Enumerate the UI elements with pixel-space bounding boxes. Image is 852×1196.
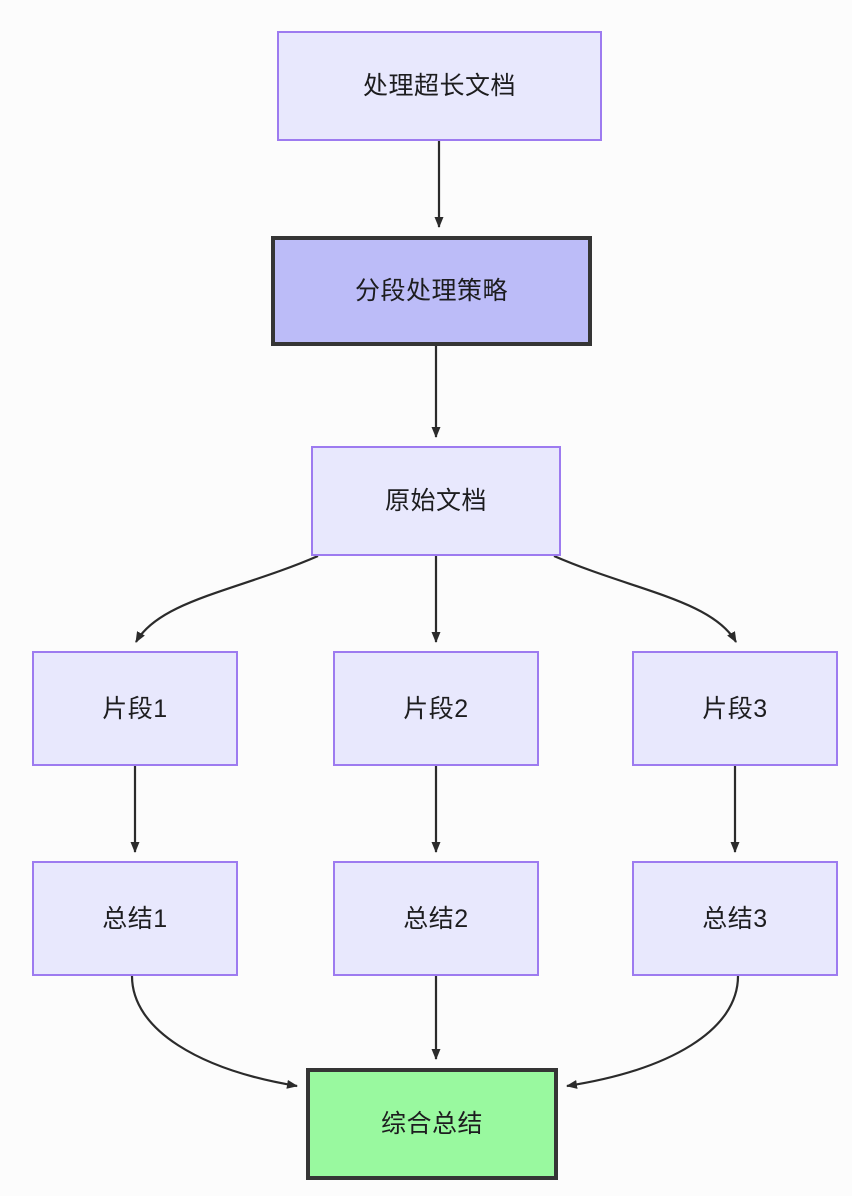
- node-chunking-strategy[interactable]: 分段处理策略: [271, 236, 592, 346]
- node-label: 分段处理策略: [354, 277, 508, 305]
- node-chunk-1[interactable]: 片段1: [32, 651, 238, 766]
- edge-summary1-to-final: [130, 975, 298, 1089]
- node-label: 原始文档: [384, 487, 487, 515]
- node-process-long-document[interactable]: 处理超长文档: [277, 31, 602, 141]
- node-label: 总结1: [102, 904, 168, 933]
- node-label: 综合总结: [380, 1110, 483, 1138]
- node-summary-2[interactable]: 总结2: [333, 861, 539, 976]
- edge-source-to-chunk3: [553, 554, 737, 643]
- node-label: 处理超长文档: [362, 72, 516, 100]
- node-comprehensive-summary[interactable]: 综合总结: [306, 1068, 558, 1180]
- node-label: 片段3: [702, 694, 768, 723]
- edge-summary3-to-final: [566, 975, 740, 1089]
- node-label: 片段1: [102, 694, 168, 723]
- node-chunk-2[interactable]: 片段2: [333, 651, 539, 766]
- edge-source-to-chunk1: [135, 554, 319, 643]
- node-label: 片段2: [403, 694, 469, 723]
- node-summary-1[interactable]: 总结1: [32, 861, 238, 976]
- node-label: 总结2: [403, 904, 469, 933]
- node-label: 总结3: [702, 904, 768, 933]
- node-chunk-3[interactable]: 片段3: [632, 651, 838, 766]
- node-summary-3[interactable]: 总结3: [632, 861, 838, 976]
- node-original-document[interactable]: 原始文档: [311, 446, 561, 556]
